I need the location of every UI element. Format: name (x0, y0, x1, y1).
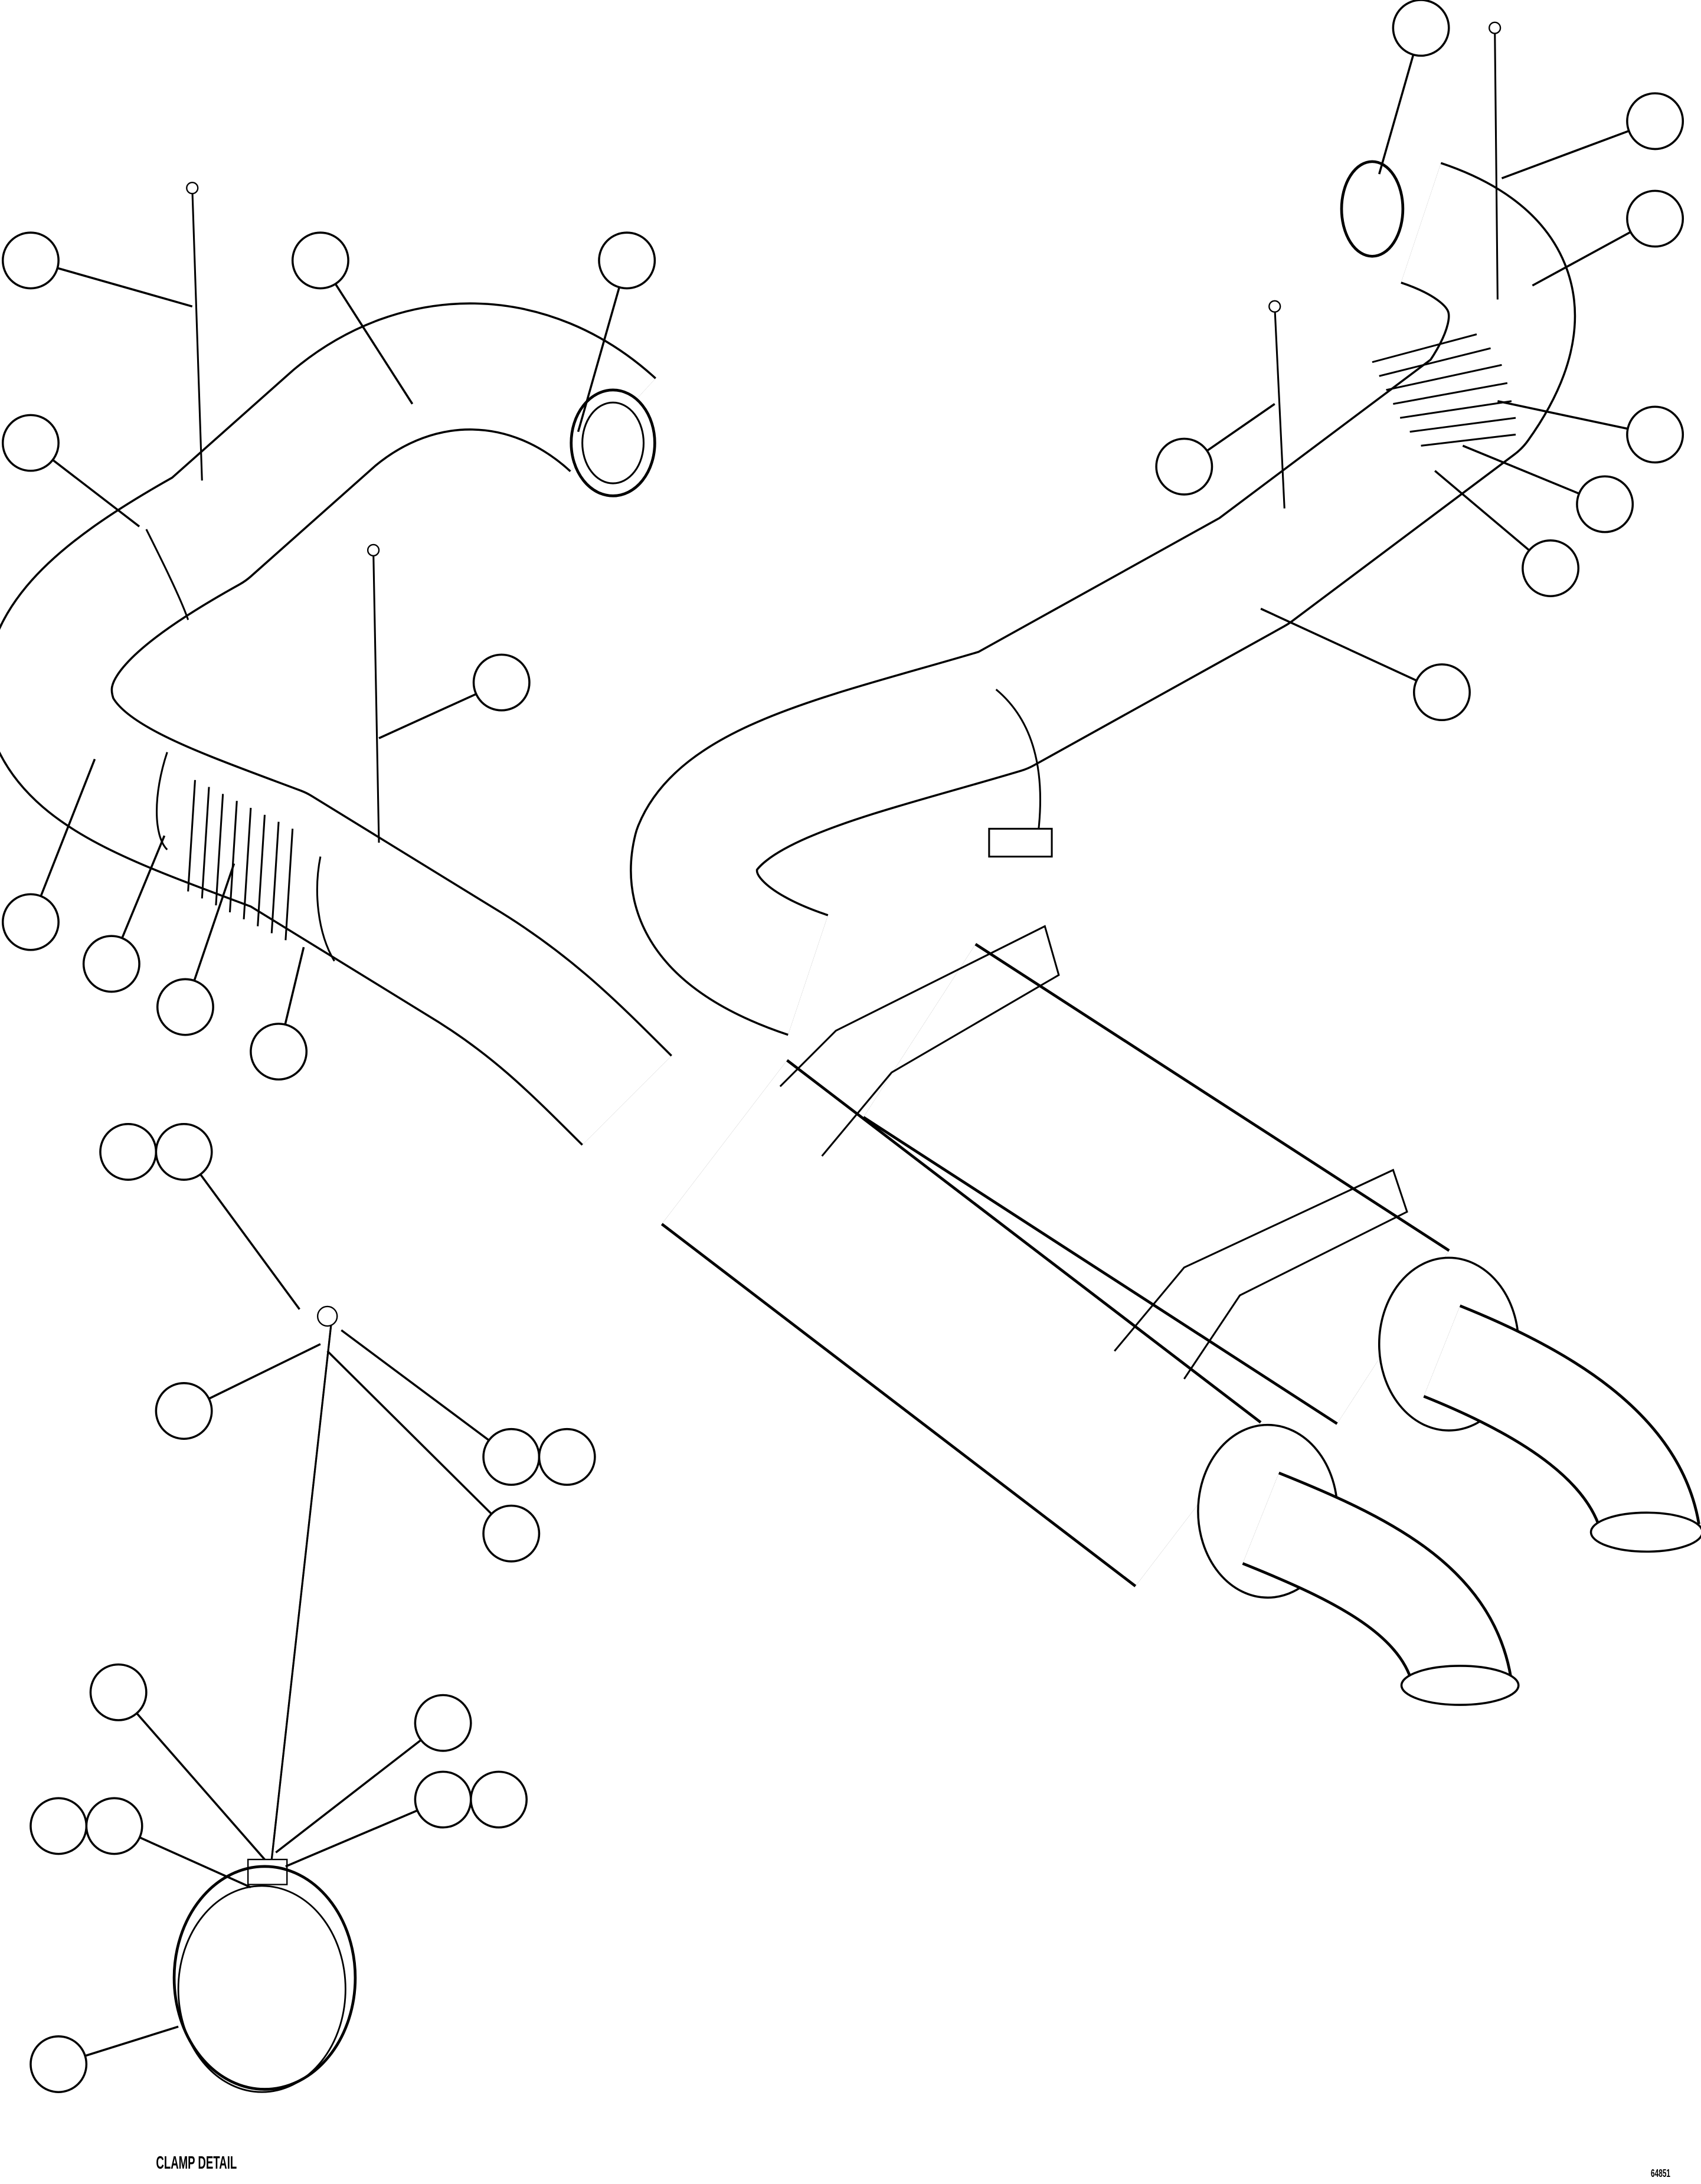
callout-bubble (1626, 92, 1684, 150)
pipe-top-opening (1340, 160, 1405, 258)
callout-bubble (89, 1663, 148, 1721)
callout-bubble (538, 1427, 596, 1486)
callout-bubble (155, 1382, 213, 1440)
callout-bubble (472, 653, 531, 712)
muffler-mounting-bracket (779, 925, 1408, 1380)
callout-bubble (414, 1770, 472, 1829)
callout-bubble (1626, 405, 1684, 464)
callouts (1, 0, 1684, 2093)
clamp-detail-caption: CLAMP DETAIL (156, 2152, 237, 2173)
callout-bubble (85, 1797, 143, 1855)
pipe-clamp-band (145, 529, 335, 962)
drawing-number: 64851 (1651, 2167, 1670, 2180)
callout-bubble (1412, 663, 1471, 722)
callout-bubble (1392, 0, 1450, 57)
support-bracket (988, 827, 1053, 858)
callout-bubble (30, 1797, 88, 1855)
bellows-flex-joint-left (187, 780, 294, 941)
callout-bubble (30, 2035, 88, 2093)
callout-bubble (1, 231, 60, 290)
callout-bubble (470, 1770, 528, 1829)
callout-bubble (250, 1023, 308, 1081)
callout-bubble (82, 935, 140, 993)
muffler-rear (862, 943, 1701, 1553)
clamp-detail-illustration (172, 1305, 357, 2093)
hanger-rods (186, 21, 1502, 843)
callout-bubble (414, 1694, 472, 1752)
callout-bubble (99, 1123, 158, 1181)
support-strap (995, 689, 1041, 836)
bellows-flex-joint-right (1372, 333, 1516, 447)
callout-bubble (1522, 539, 1580, 597)
callout-bubble (1626, 189, 1684, 248)
callout-bubble (155, 1123, 213, 1181)
callout-bubble (482, 1504, 541, 1563)
callout-bubble (291, 231, 349, 290)
right-pipe-system (630, 160, 1576, 1036)
callout-bubble (156, 978, 214, 1036)
callout-bubble (1155, 437, 1213, 496)
muffler-front (660, 1059, 1520, 1706)
callout-bubble (1576, 475, 1634, 533)
callout-bubble (1, 414, 60, 472)
callout-bubble (1, 893, 60, 951)
callout-bubble (598, 231, 656, 290)
left-pipe-system (0, 302, 672, 1146)
callout-bubble (482, 1427, 541, 1486)
